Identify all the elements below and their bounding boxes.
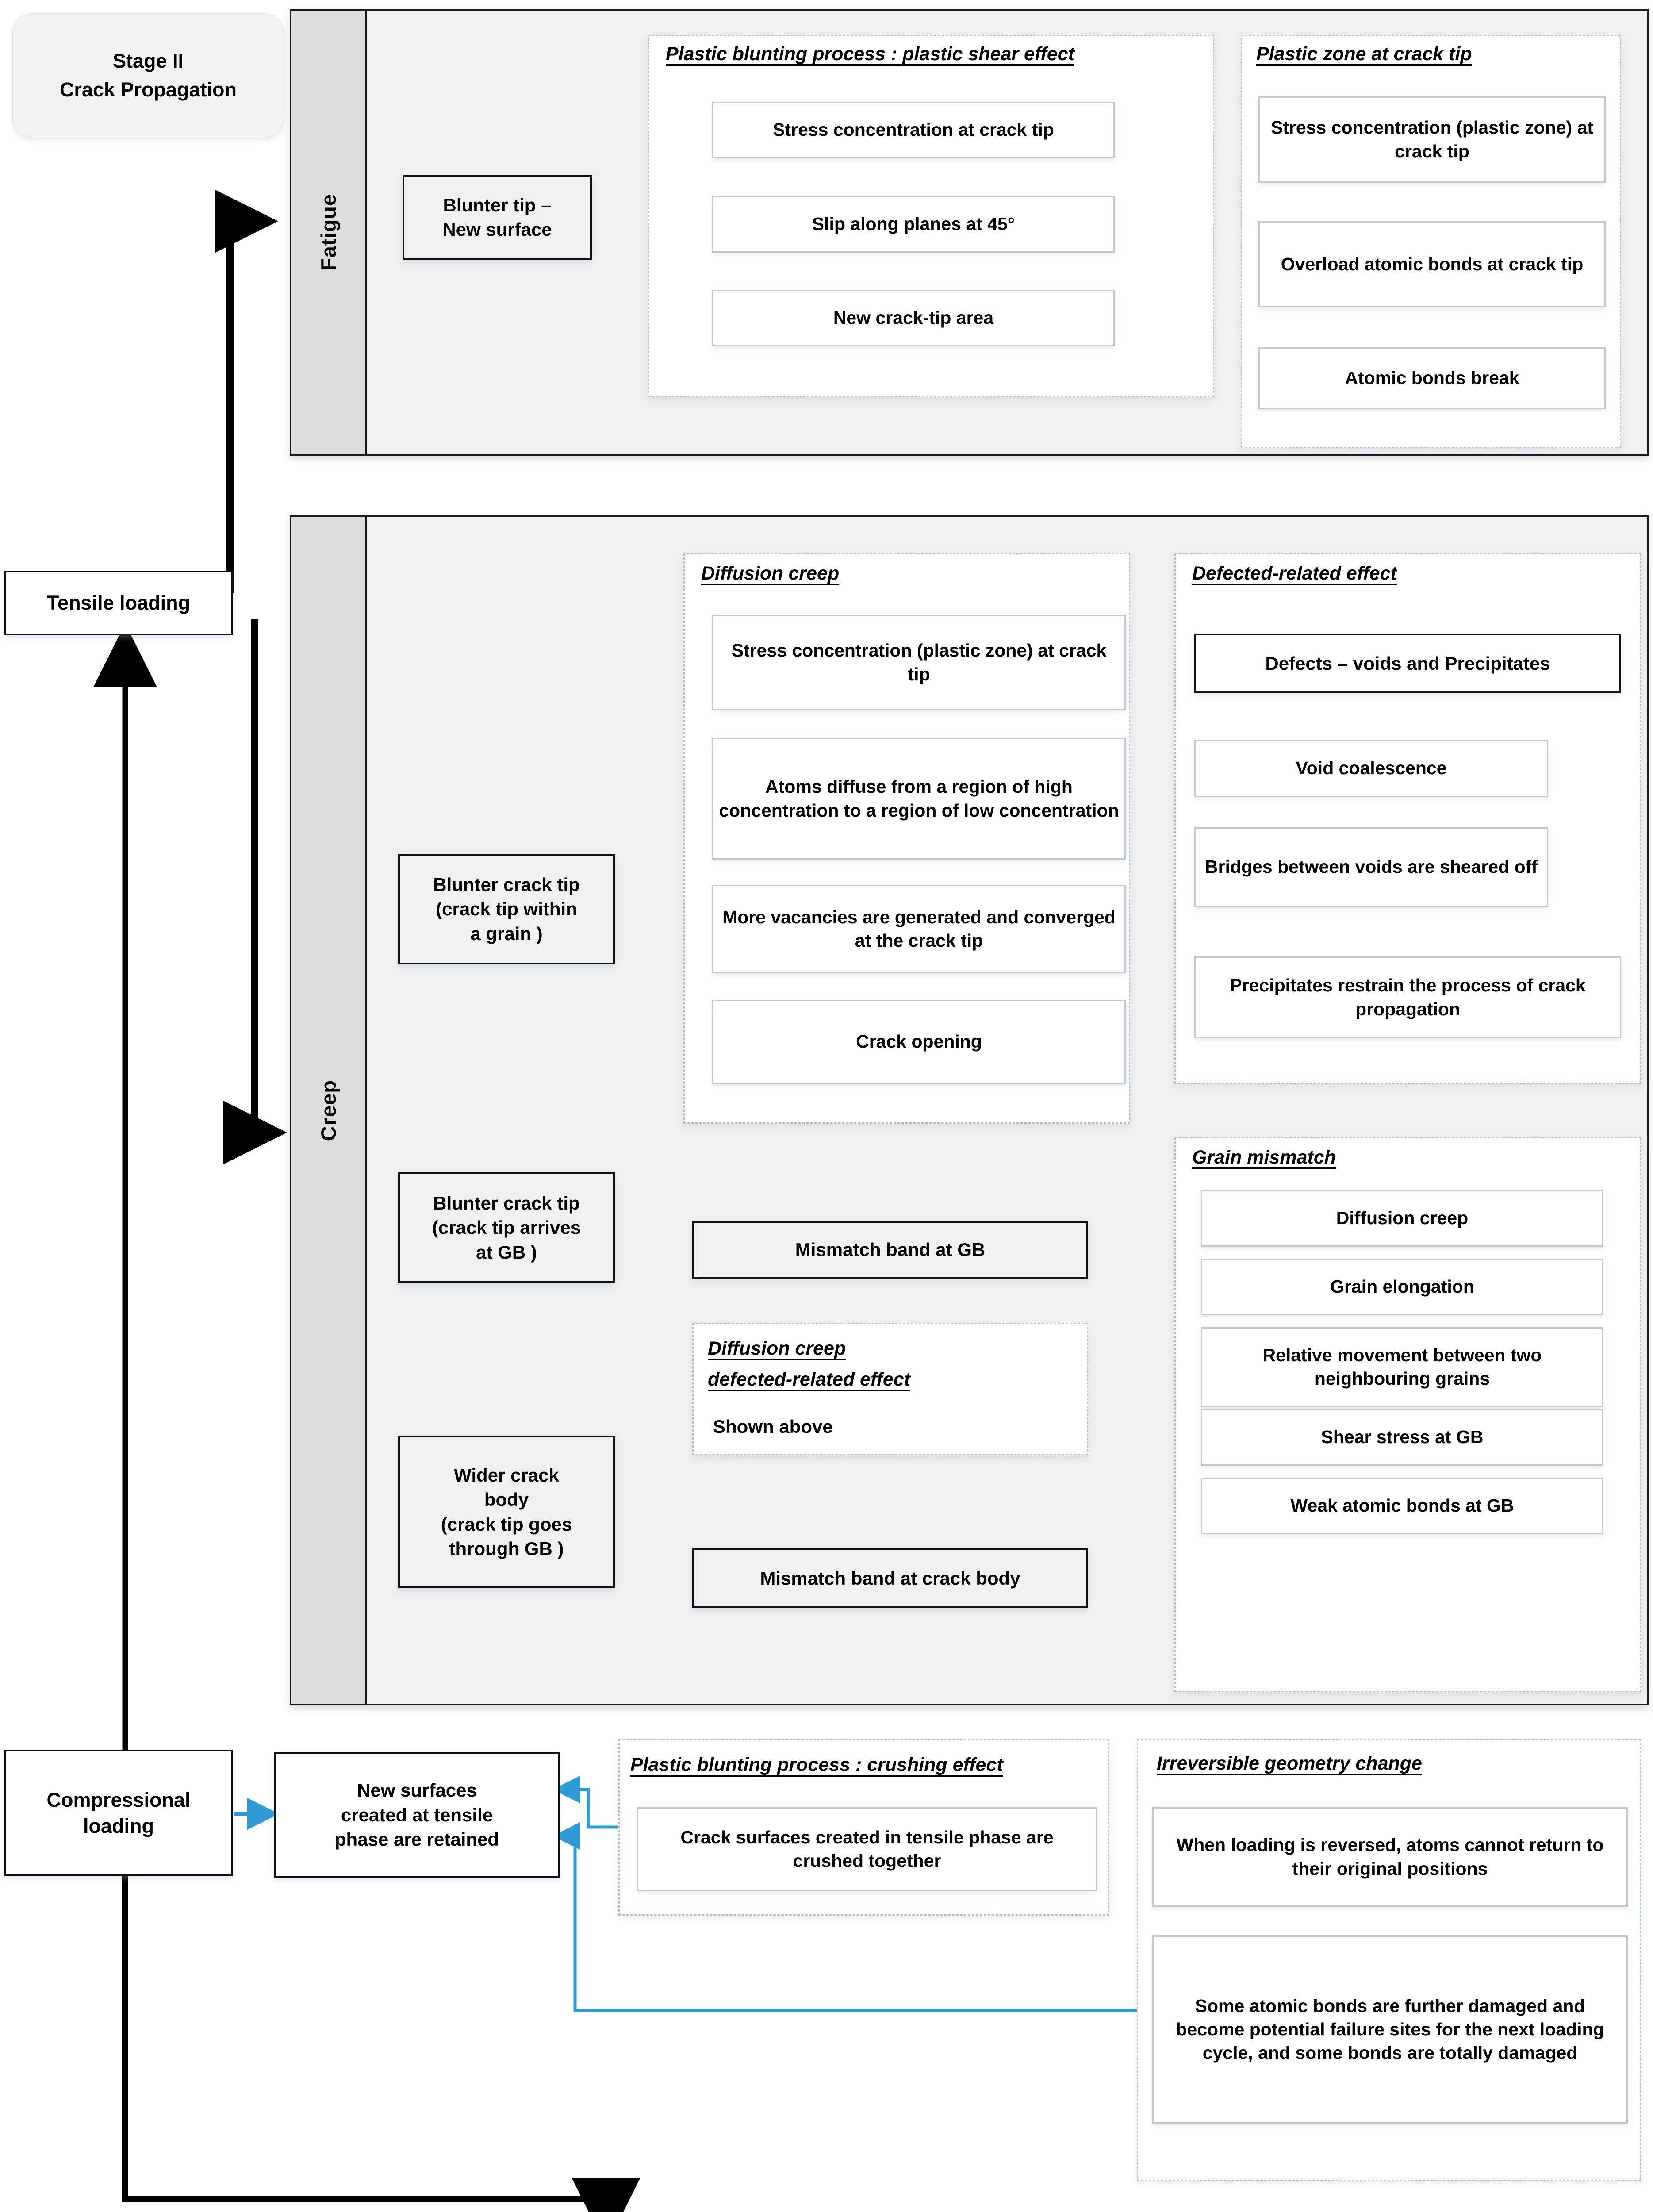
group-shown-above-title-line2: defected-related effect bbox=[708, 1369, 911, 1390]
grain-mismatch-step-4[interactable]: Shear stress at GB bbox=[1201, 1409, 1603, 1466]
fatigue-outcome-box[interactable]: Blunter tip – New surface bbox=[403, 175, 592, 260]
fatigue-phase-label-text: Fatigue bbox=[317, 193, 340, 271]
compressional-loading-line1: Compressional bbox=[46, 1788, 191, 1811]
diffusion-creep-step-3[interactable]: More vacancies are generated and converg… bbox=[712, 885, 1126, 973]
group-shown-above-body: Shown above bbox=[713, 1416, 833, 1437]
group-diffusion-creep-title: Diffusion creep bbox=[701, 563, 840, 584]
creep-phase-label-text: Creep bbox=[317, 1079, 340, 1141]
diffusion-creep-step-4[interactable]: Crack opening bbox=[712, 1000, 1126, 1084]
fatigue-shear-step-2[interactable]: Slip along planes at 45° bbox=[712, 196, 1115, 253]
fatigue-zone-step-2[interactable]: Overload atomic bonds at crack tip bbox=[1258, 221, 1606, 307]
grain-mismatch-step-5[interactable]: Weak atomic bonds at GB bbox=[1201, 1478, 1603, 1534]
group-grain-mismatch-title: Grain mismatch bbox=[1192, 1147, 1336, 1168]
group-defected-related-effect-title: Defected-related effect bbox=[1192, 563, 1397, 584]
fatigue-phase-label: Fatigue bbox=[291, 11, 367, 454]
tensile-loading-box[interactable]: Tensile loading bbox=[4, 571, 233, 635]
compression-outcome-box[interactable]: New surfaces created at tensile phase ar… bbox=[274, 1752, 560, 1878]
mismatch-band-at-crack-body[interactable]: Mismatch band at crack body bbox=[692, 1548, 1088, 1608]
grain-mismatch-step-3[interactable]: Relative movement between two neighbouri… bbox=[1201, 1327, 1603, 1407]
grain-mismatch-step-2[interactable]: Grain elongation bbox=[1201, 1259, 1603, 1315]
defects-head-box[interactable]: Defects – voids and Precipitates bbox=[1194, 634, 1621, 693]
stage-title-line1: Stage II bbox=[112, 49, 184, 72]
stage-title-card: Stage II Crack Propagation bbox=[12, 13, 284, 137]
tensile-loading-label: Tensile loading bbox=[46, 591, 191, 614]
compressional-loading-line2: loading bbox=[83, 1815, 154, 1837]
group-plastic-shear-effect-title: Plastic blunting process : plastic shear… bbox=[666, 43, 1074, 65]
group-shown-above-title-line1: Diffusion creep bbox=[708, 1338, 846, 1359]
creep-phase-label: Creep bbox=[291, 517, 367, 1704]
creep-outcome-arrives-gb[interactable]: Blunter crack tip (crack tip arrives at … bbox=[398, 1172, 615, 1283]
stage-title-line2: Crack Propagation bbox=[59, 78, 237, 101]
creep-outcome-within-grain[interactable]: Blunter crack tip (crack tip within a gr… bbox=[398, 854, 615, 964]
group-irreversible-geometry-title: Irreversible geometry change bbox=[1157, 1753, 1422, 1774]
crushing-effect-step-1[interactable]: Crack surfaces created in tensile phase … bbox=[637, 1807, 1097, 1891]
fatigue-zone-step-3[interactable]: Atomic bonds break bbox=[1258, 347, 1606, 409]
diffusion-creep-step-1[interactable]: Stress concentration (plastic zone) at c… bbox=[712, 615, 1126, 710]
irreversible-step-2[interactable]: Some atomic bonds are further damaged an… bbox=[1152, 1936, 1628, 2124]
defected-step-2[interactable]: Bridges between voids are sheared off bbox=[1194, 827, 1548, 907]
mismatch-band-at-gb[interactable]: Mismatch band at GB bbox=[692, 1221, 1088, 1279]
compressional-loading-box[interactable]: Compressional loading bbox=[4, 1750, 233, 1876]
group-plastic-zone-crack-tip-title: Plastic zone at crack tip bbox=[1256, 43, 1472, 65]
defected-step-1[interactable]: Void coalescence bbox=[1194, 740, 1548, 797]
irreversible-step-1[interactable]: When loading is reversed, atoms cannot r… bbox=[1152, 1807, 1628, 1907]
fatigue-zone-step-1[interactable]: Stress concentration (plastic zone) at c… bbox=[1258, 96, 1606, 183]
group-shown-above bbox=[692, 1323, 1088, 1455]
creep-outcome-through-gb[interactable]: Wider crack body (crack tip goes through… bbox=[398, 1436, 615, 1588]
grain-mismatch-step-1[interactable]: Diffusion creep bbox=[1201, 1190, 1603, 1247]
defected-step-3[interactable]: Precipitates restrain the process of cra… bbox=[1194, 956, 1621, 1038]
diffusion-creep-step-2[interactable]: Atoms diffuse from a region of high conc… bbox=[712, 738, 1126, 860]
fatigue-shear-step-3[interactable]: New crack-tip area bbox=[712, 290, 1115, 346]
fatigue-shear-step-1[interactable]: Stress concentration at crack tip bbox=[712, 102, 1115, 158]
group-crushing-effect-title: Plastic blunting process : crushing effe… bbox=[630, 1754, 1003, 1775]
